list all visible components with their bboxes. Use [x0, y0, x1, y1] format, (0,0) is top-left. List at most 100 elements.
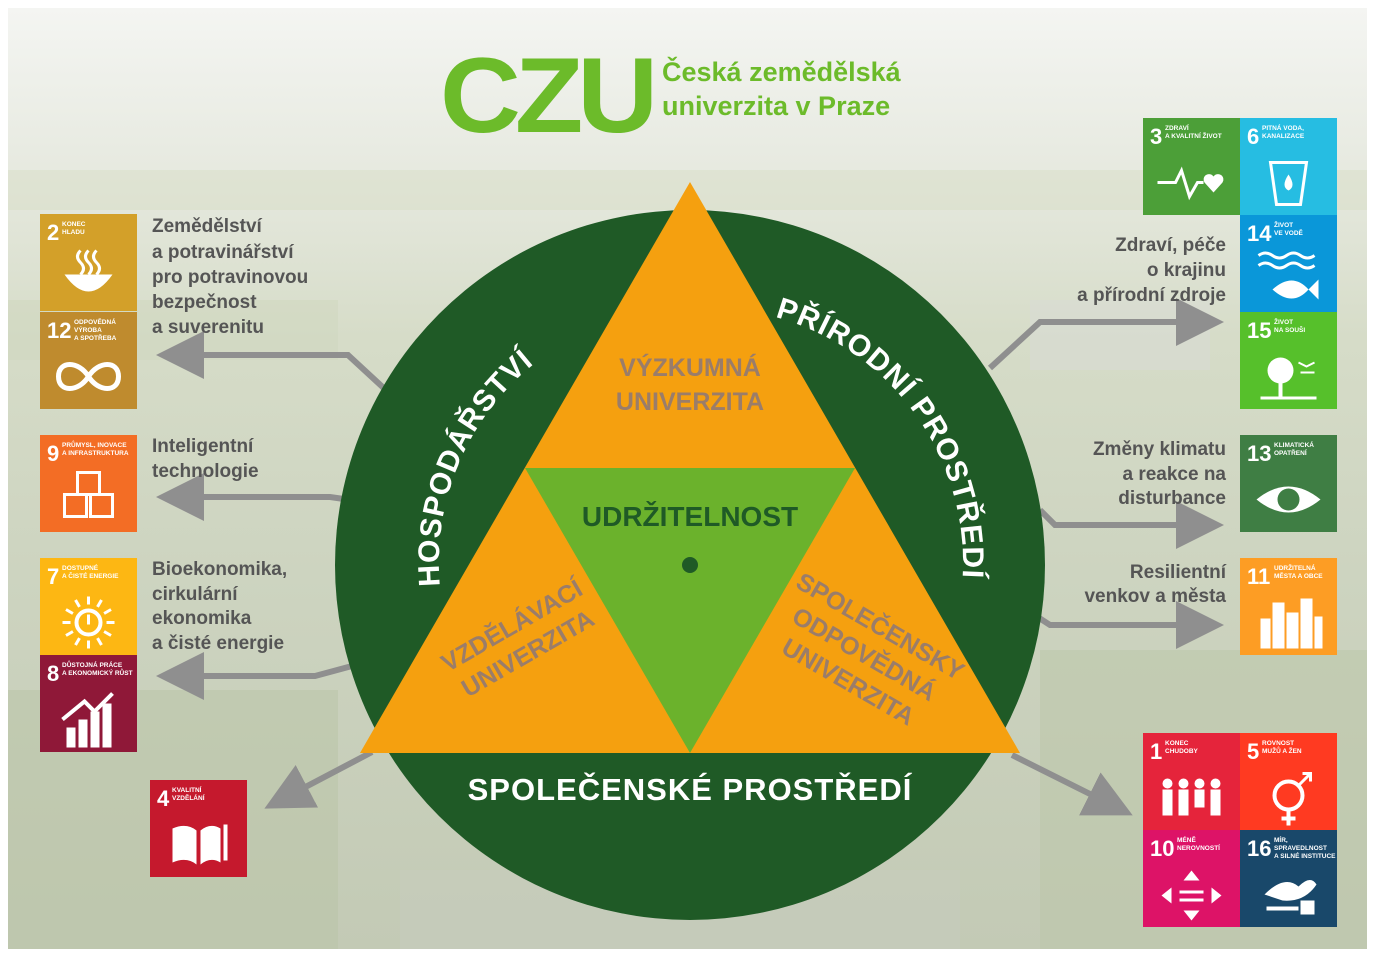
- right-labels: Zdraví, péče o krajinu a přírodní zdroje…: [1077, 235, 1227, 607]
- czu-logo: CZU Česká zemědělská univerzita v Praze: [440, 37, 902, 156]
- center-label: UDRŽITELNOST: [582, 501, 798, 532]
- book-icon: [172, 824, 228, 865]
- sdg-number: 14: [1247, 221, 1272, 246]
- sdg-title-line: ŽIVOT: [1274, 220, 1293, 229]
- left-label-1-line3: pro potravinovou: [152, 267, 308, 288]
- sdg-title-line: VE VODĚ: [1274, 228, 1304, 237]
- sdg-number: 11: [1247, 564, 1270, 589]
- sdg-title-line: DŮSTOJNÁ PRÁCE: [62, 659, 123, 669]
- tree-icon: [1260, 357, 1317, 400]
- right-label-3-line1: Resilientní: [1130, 562, 1227, 583]
- sdg-title-line: VZDĚLÁNÍ: [172, 793, 205, 802]
- sdg-number: 4: [157, 786, 170, 811]
- sdg-title-line: PITNÁ VODA,: [1262, 123, 1304, 132]
- sdg-number: 2: [47, 220, 59, 245]
- sdg-title-line: ZDRAVÍ: [1165, 123, 1189, 132]
- top-triangle-line2: UNIVERZITA: [616, 388, 764, 416]
- heartbeat-icon: [1157, 166, 1224, 201]
- sdg-title-line: A KVALITNÍ ŽIVOT: [1165, 131, 1222, 140]
- arrow-to-sdg7: [156, 652, 353, 700]
- left-label-1-line5: a suverenitu: [152, 317, 264, 338]
- sdg-tile-bg: [1143, 118, 1240, 215]
- sdg-title-line: A SILNÉ INSTITUCE: [1274, 851, 1336, 860]
- sdg-tile-bg: [1143, 733, 1240, 830]
- arrows-icon: [1161, 870, 1222, 921]
- family-icon: [1162, 778, 1221, 816]
- left-label-1-line2: a potravinářství: [152, 242, 294, 263]
- sdg-title-line: HLADU: [62, 229, 85, 236]
- sdg-title-line: KVALITNÍ: [172, 785, 202, 794]
- bowl-icon: [64, 249, 113, 292]
- right-label-2-line3: disturbance: [1118, 488, 1226, 509]
- sdg-number: 9: [47, 441, 59, 466]
- sdg-title-line: KONEC: [1165, 740, 1189, 747]
- sun-power-icon: [62, 596, 115, 649]
- sdg-tile-bg: [40, 558, 137, 655]
- sdg-number: 6: [1247, 124, 1259, 149]
- arrow-to-sdg14: [987, 298, 1224, 371]
- sdg-tile-bg: [40, 435, 137, 532]
- arrow-to-sdg13: [1037, 501, 1224, 549]
- center-triangle: [525, 468, 855, 753]
- sdg-number: 8: [47, 661, 59, 686]
- right-label-3-line2: venkov a města: [1084, 586, 1226, 607]
- sdg-title-line: SPRAVEDLNOST: [1274, 845, 1327, 852]
- sdg-tile-bg: [1240, 118, 1337, 215]
- sdg-number: 3: [1150, 124, 1162, 149]
- ring-label-spolecenske: SPOLEČENSKÉ PROSTŘEDÍ: [468, 771, 913, 807]
- left-labels: Zemědělství a potravinářství pro potravi…: [152, 216, 308, 654]
- sdg-tile-bg: [1240, 435, 1337, 532]
- left-label-2-line1: Inteligentní: [152, 436, 254, 457]
- sdg-number: 1: [1150, 739, 1162, 764]
- arrow-to-sdg2: [156, 331, 391, 395]
- left-label-1-line4: bezpečnost: [152, 292, 257, 313]
- infinity-icon: [55, 362, 122, 391]
- sdg-title-line: KONEC: [62, 221, 86, 228]
- sdg-title-line: A SPOTŘEBA: [74, 333, 117, 342]
- sdg-title-line: ODPOVĚDNÁ: [74, 317, 116, 326]
- sdg-number: 16: [1247, 836, 1271, 861]
- sdg-title-line: ŽIVOT: [1274, 317, 1293, 326]
- sdg-title-line: UDRŽITELNÁ: [1274, 563, 1316, 572]
- right-label-1-line2: o krajinu: [1147, 260, 1226, 281]
- sdg-title-line: OPATŘENÍ: [1274, 448, 1307, 457]
- sdg-title-line: CHUDOBY: [1165, 748, 1199, 755]
- sdg-title-line: MÍR,: [1274, 835, 1288, 844]
- sdg-title-line: MUŽŮ A ŽEN: [1262, 745, 1302, 755]
- sdg-title-line: A ČISTÉ ENERGIE: [62, 571, 119, 580]
- sdg-title-line: MĚSTA A OBCE: [1274, 571, 1323, 580]
- sdg-title-line: MÉNĚ: [1177, 835, 1196, 844]
- left-label-3-line2: cirkulární: [152, 584, 238, 605]
- sdg-number: 15: [1247, 318, 1271, 343]
- top-triangle-line1: VÝZKUMNÁ: [619, 352, 761, 382]
- left-label-3-line1: Bioekonomika,: [152, 559, 287, 580]
- sdg-title-line: A INFRASTRUKTURA: [62, 450, 129, 457]
- sdg-title-line: ROVNOST: [1262, 740, 1294, 747]
- sdg-title-line: A EKONOMICKÝ RŮST: [62, 667, 133, 677]
- arrow-to-sdg4: [264, 749, 374, 809]
- sdg-title-line: KANALIZACE: [1262, 133, 1305, 140]
- growth-chart-icon: [61, 692, 114, 748]
- left-label-3-line4: a čisté energie: [152, 633, 284, 654]
- sdg-title-line: DOSTUPNÉ: [62, 563, 99, 572]
- dove-icon: [1264, 879, 1317, 915]
- sdg-title-line: NA SOUŠI: [1274, 325, 1305, 334]
- left-label-2-line2: technologie: [152, 461, 259, 482]
- logo-mark: CZU: [440, 37, 652, 156]
- right-label-2-line1: Změny klimatu: [1093, 439, 1226, 460]
- sdg-number: 5: [1247, 739, 1259, 764]
- outer-triangle: [360, 182, 1020, 753]
- right-label-2-line2: a reakce na: [1122, 464, 1226, 485]
